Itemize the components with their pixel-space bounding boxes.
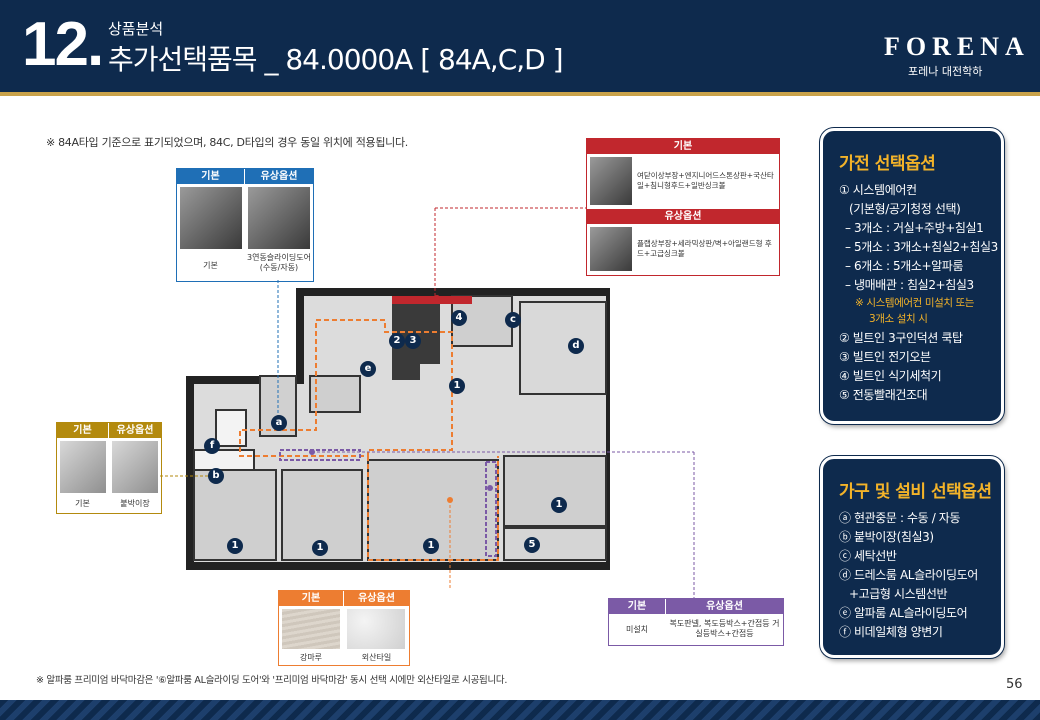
brand-logo: FORENA <box>884 32 1030 61</box>
plan-marker: 4 <box>451 310 467 326</box>
kitchen-basic-head: 기본 <box>587 139 779 154</box>
door-paid-photo <box>248 187 310 249</box>
panel1-line: ④ 빌트인 식기세척기 <box>839 369 942 383</box>
panel1-line: – 5개소 : 3개소+침실2+침실3 <box>845 240 998 254</box>
door-basic-photo <box>180 187 242 249</box>
kitchen-option-box: 기본 여닫이상부장+엔지니어드스톤상판+국산타일+침니형후드+일반싱크볼 유상옵… <box>586 138 780 276</box>
section-subtitle: 상품분석 <box>108 20 164 38</box>
plan-marker: 1 <box>227 538 243 554</box>
plan-marker: 5 <box>524 537 540 553</box>
dress-paid-head: 유상옵션 <box>666 599 783 614</box>
page-title: 추가선택품목 _ 84.0000A [ 84A,C,D ] <box>108 43 564 76</box>
kitchen-paid-head: 유상옵션 <box>587 209 779 224</box>
floor-basic-head: 기본 <box>279 591 343 606</box>
door-option-box: 기본 유상옵션 기본 3연동슬라이딩도어 (수동/자동) <box>176 168 314 282</box>
plan-marker: b <box>208 468 224 484</box>
plan-marker: e <box>360 361 376 377</box>
header-stripe <box>0 92 1040 96</box>
kitchen-basic-text: 여닫이상부장+엔지니어드스톤상판+국산타일+침니형후드+일반싱크볼 <box>637 171 774 190</box>
door-basic-head: 기본 <box>177 169 244 184</box>
bottom-note: ※ 알파룸 프리미엄 바닥마감은 '⑥알파룸 AL슬라이딩 도어'와 '프리미엄… <box>36 675 508 686</box>
floor-paid-head: 유상옵션 <box>344 591 409 606</box>
kitchen-basic-photo <box>590 157 632 205</box>
floor-plan <box>186 288 610 570</box>
footer-pattern <box>0 700 1040 720</box>
page-number: 56 <box>1006 677 1023 692</box>
panel1-warning: 3개소 설치 시 <box>869 313 928 325</box>
panel2-line: ⓑ 붙박이장(침실3) <box>839 530 934 544</box>
floor-paid-photo <box>347 609 405 649</box>
door-paid-caption: 3연동슬라이딩도어 (수동/자동) <box>247 253 311 272</box>
panel2-line: ⓓ 드레스룸 AL슬라이딩도어 <box>839 568 978 582</box>
kitchen-paid-photo <box>590 227 632 271</box>
dress-option-box: 기본 유상옵션 미설치 복도판넬, 복도등박스+간접등 거실등박스+간접등 <box>608 598 784 646</box>
closet-basic-caption: 기본 <box>75 499 90 508</box>
brand-subtitle: 포레나 대전학하 <box>908 65 983 78</box>
panel1-line: – 6개소 : 5개소+알파룸 <box>845 259 964 273</box>
panel2-line: ⓔ 알파룸 AL슬라이딩도어 <box>839 606 968 620</box>
floor-paid-caption: 외산타일 <box>361 653 392 662</box>
panel1-line: – 3개소 : 거실+주방+침실1 <box>845 221 984 235</box>
section-number: 12. <box>22 10 104 79</box>
plan-marker: 1 <box>312 540 328 556</box>
panel2-line: ⓕ 비데일체형 양변기 <box>839 625 943 639</box>
furniture-options-panel: 가구 및 설비 선택옵션 ⓐ 현관중문 : 수동 / 자동 ⓑ 붙박이장(침실3… <box>820 456 1004 658</box>
plan-marker: 1 <box>449 378 465 394</box>
appliance-options-panel: 가전 선택옵션 ① 시스템에어컨 (기본형/공기청정 선택) – 3개소 : 거… <box>820 128 1004 424</box>
top-note: ※ 84A타입 기준으로 표기되었으며, 84C, D타입의 경우 동일 위치에… <box>46 136 408 149</box>
door-basic-caption: 기본 <box>203 261 218 270</box>
closet-paid-photo <box>112 441 158 493</box>
closet-basic-head: 기본 <box>57 423 108 438</box>
panel1-line: – 냉매배관 : 침실2+침실3 <box>845 278 974 292</box>
panel1-line: ② 빌트인 3구인덕션 쿡탑 <box>839 331 963 345</box>
floor-basic-photo <box>282 609 340 649</box>
closet-paid-caption: 붙박이장 <box>120 499 150 508</box>
plan-marker: 2 <box>389 333 405 349</box>
dress-paid-caption: 복도판넬, 복도등박스+간접등 거실등박스+간접등 <box>669 619 780 638</box>
floor-basic-caption: 강마루 <box>299 653 323 662</box>
floor-option-box: 기본 유상옵션 강마루 외산타일 <box>278 590 410 666</box>
plan-marker: 1 <box>551 497 567 513</box>
plan-marker: d <box>568 338 584 354</box>
plan-marker: 1 <box>423 538 439 554</box>
panel1-line: ① 시스템에어컨 <box>839 183 917 197</box>
panel1-line: ⑤ 전동빨래건조대 <box>839 388 928 402</box>
furniture-panel-title: 가구 및 설비 선택옵션 <box>839 482 992 502</box>
header-bar: 12. 상품분석 추가선택품목 _ 84.0000A [ 84A,C,D ] F… <box>0 0 1040 92</box>
panel1-warning: ※ 시스템에어컨 미설치 또는 <box>855 297 975 309</box>
closet-paid-head: 유상옵션 <box>109 423 161 438</box>
door-paid-head: 유상옵션 <box>245 169 313 184</box>
closet-option-box: 기본 유상옵션 기본 붙박이장 <box>56 422 162 514</box>
dress-basic-caption: 미설치 <box>625 625 649 634</box>
panel2-line: ⓐ 현관중문 : 수동 / 자동 <box>839 511 961 525</box>
dress-basic-head: 기본 <box>609 599 665 614</box>
kitchen-paid-text: 플랩상부장+세라믹상판/벽+아일랜드형 후드+고급싱크볼 <box>637 239 772 258</box>
panel2-line: ⓒ 세탁선반 <box>839 549 897 563</box>
panel1-line: (기본형/공기청정 선택) <box>849 202 961 216</box>
plan-marker: c <box>505 312 521 328</box>
closet-basic-photo <box>60 441 106 493</box>
panel1-line: ③ 빌트인 전기오븐 <box>839 350 931 364</box>
appliance-panel-title: 가전 선택옵션 <box>839 154 936 174</box>
plan-marker: f <box>204 438 220 454</box>
plan-marker: a <box>271 415 287 431</box>
plan-marker: 3 <box>405 333 421 349</box>
panel2-line: +고급형 시스템선반 <box>849 587 948 601</box>
